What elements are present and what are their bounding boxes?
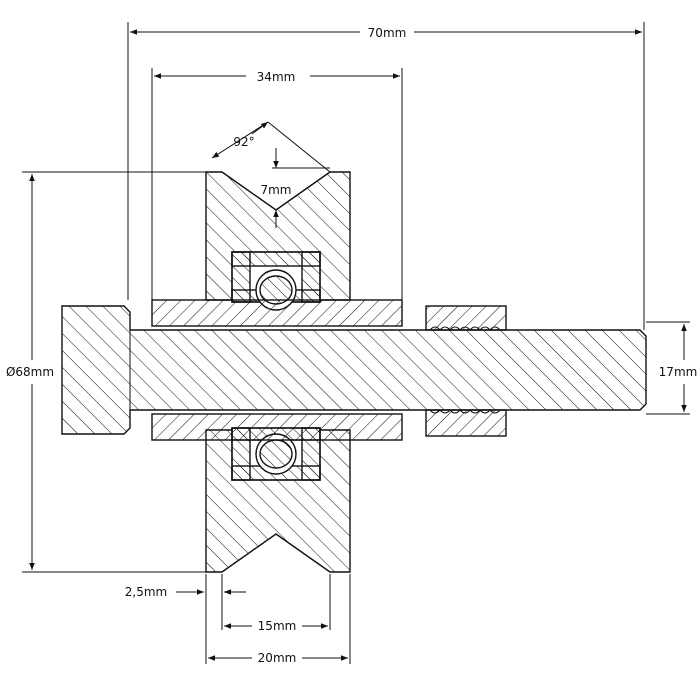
dim-hub-width: 34mm <box>257 70 296 84</box>
dim-shaft-diameter: 17mm <box>659 365 698 379</box>
dim-groove-angle: 92° <box>233 135 254 149</box>
bolt <box>61 305 647 435</box>
dim-offset: 2,5mm <box>125 585 167 599</box>
spacer-sleeve <box>151 299 403 441</box>
dim-wheel-width: 20mm <box>258 651 297 665</box>
dim-outer-diameter: Ø68mm <box>6 365 54 379</box>
dimension-lines <box>22 22 690 664</box>
nut <box>425 305 507 437</box>
dim-total-length: 70mm <box>368 26 407 40</box>
dim-groove-depth: 7mm <box>260 183 291 197</box>
dim-groove-width: 15mm <box>258 619 297 633</box>
bearing-ball-lower <box>259 439 293 469</box>
